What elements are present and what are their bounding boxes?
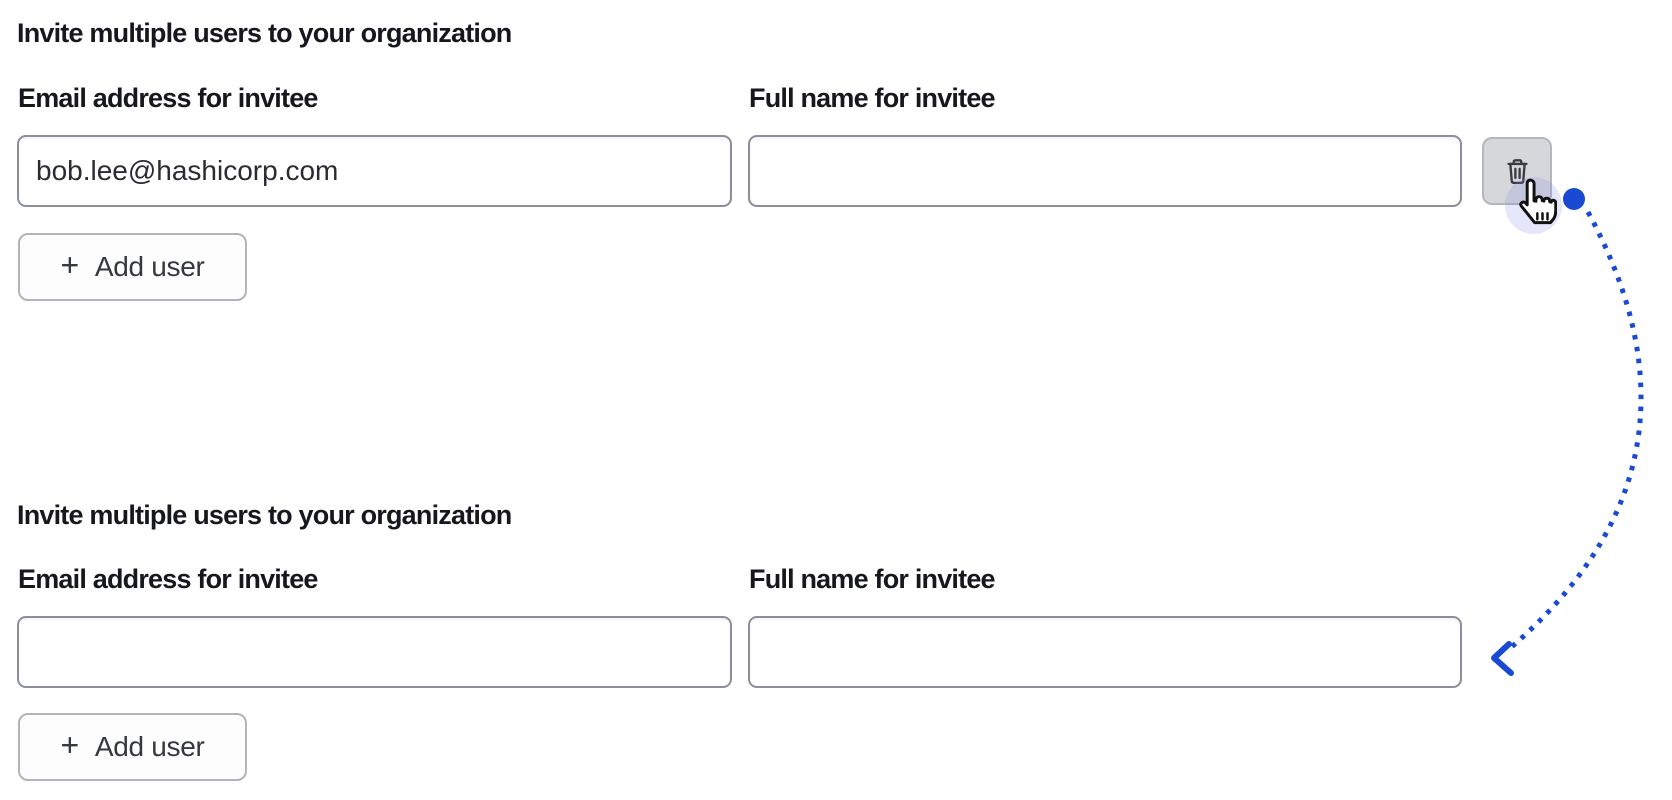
plus-icon: + (60, 727, 79, 763)
name-label: Full name for invitee (749, 83, 996, 113)
arrow-start-dot (1563, 188, 1585, 210)
email-input[interactable] (17, 135, 732, 207)
add-user-label: Add user (94, 731, 205, 762)
arrowhead (1491, 641, 1514, 676)
plus-icon: + (60, 247, 79, 283)
name-label: Full name for invitee (749, 564, 996, 594)
delete-row-button[interactable] (1482, 137, 1552, 205)
arrow-dotted-curve (1506, 210, 1644, 652)
name-input[interactable] (748, 616, 1462, 688)
hand-pointer-cursor-icon (1519, 178, 1557, 225)
page-title: Invite multiple users to your organizati… (17, 500, 512, 530)
email-label: Email address for invitee (18, 564, 318, 594)
name-input[interactable] (748, 135, 1462, 207)
page-title: Invite multiple users to your organizati… (17, 18, 512, 48)
add-user-button[interactable]: + Add user (18, 713, 247, 781)
email-label: Email address for invitee (18, 83, 318, 113)
email-input[interactable] (17, 616, 732, 688)
add-user-label: Add user (94, 251, 205, 282)
add-user-button[interactable]: + Add user (18, 233, 247, 301)
trash-icon (1506, 158, 1528, 184)
